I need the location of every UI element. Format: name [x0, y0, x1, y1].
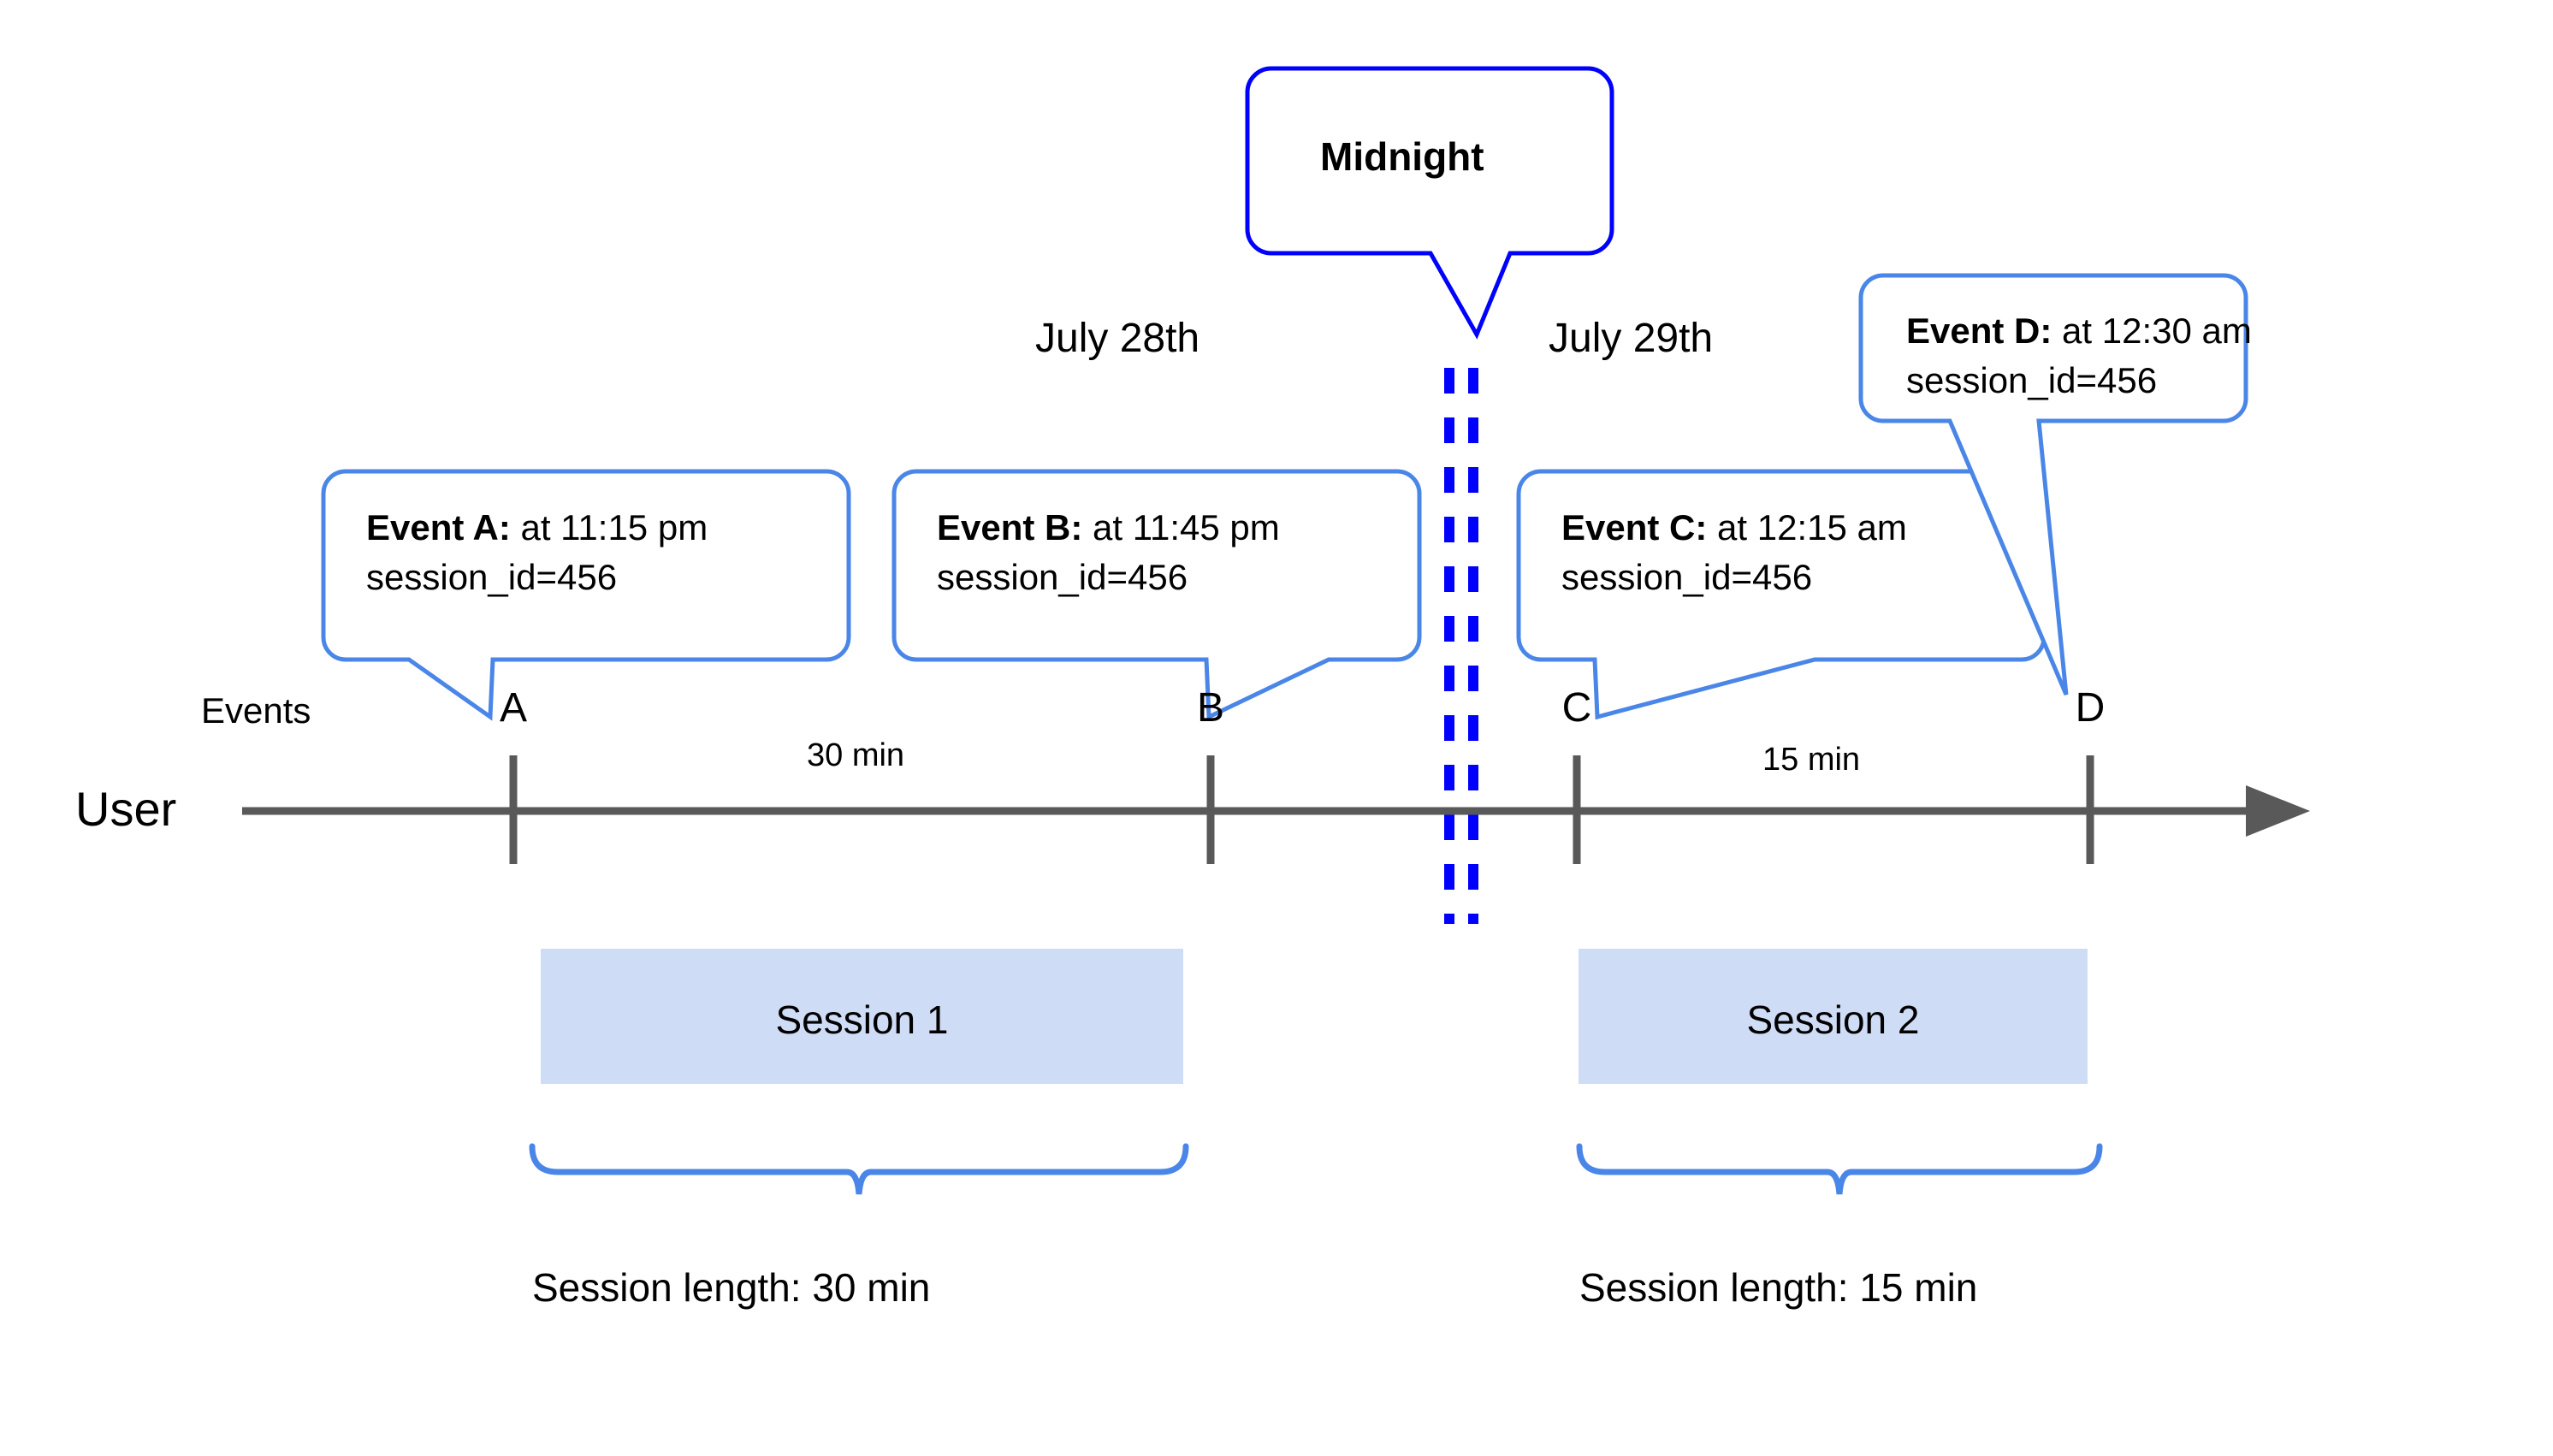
session-braces	[529, 1143, 2103, 1195]
axis-arrowhead-icon	[2246, 785, 2310, 837]
event-a-time: at 11:15 pm	[510, 507, 708, 547]
event-ticks	[509, 755, 2094, 864]
event-d-callout-text: Event D: at 12:30 am session_id=456	[1906, 306, 2252, 405]
date-label-july-29: July 29th	[1549, 316, 1714, 361]
event-b-session-id: session_id=456	[937, 557, 1188, 597]
event-c-title: Event C:	[1561, 507, 1708, 547]
timeline-axis	[242, 785, 2310, 837]
event-a-session-id: session_id=456	[366, 557, 618, 597]
event-letter-c: C	[1561, 685, 1592, 731]
gap-label-15-min: 15 min	[1762, 742, 1861, 778]
event-d-callout-shape	[1858, 273, 2248, 695]
event-b-title: Event B:	[937, 507, 1083, 547]
midnight-label: Midnight	[1320, 134, 1484, 179]
event-b-callout-text: Event B: at 11:45 pm session_id=456	[937, 503, 1280, 602]
event-c-callout-text: Event C: at 12:15 am session_id=456	[1561, 503, 1907, 602]
user-lane-label: User	[75, 782, 177, 836]
event-d-callout	[1858, 273, 2248, 695]
session-1-length-label: Session length: 30 min	[532, 1265, 931, 1310]
gap-label-30-min: 30 min	[807, 737, 905, 773]
event-letter-d: D	[2075, 685, 2106, 731]
event-a-callout-text: Event A: at 11:15 pm session_id=456	[366, 503, 708, 602]
session-2-length-label: Session length: 15 min	[1579, 1265, 1978, 1310]
session-1-brace	[529, 1143, 1189, 1195]
event-c-session-id: session_id=456	[1561, 557, 1813, 597]
midnight-callout-shape	[1245, 66, 1614, 340]
event-a-title: Event A:	[366, 507, 511, 547]
event-letter-a: A	[499, 685, 527, 731]
event-b-callout	[891, 469, 1422, 720]
event-a-callout	[321, 469, 851, 721]
session-1-label: Session 1	[775, 997, 949, 1042]
event-b-callout-shape	[891, 469, 1422, 720]
event-b-time: at 11:45 pm	[1082, 507, 1280, 547]
session-2-label: Session 2	[1746, 997, 1920, 1042]
session-1-bar[interactable]	[541, 949, 1183, 1084]
event-letter-b: B	[1196, 685, 1224, 731]
event-c-time: at 12:15 am	[1707, 507, 1907, 547]
session-2-bar[interactable]	[1579, 949, 2088, 1084]
events-lane-label: Events	[201, 690, 311, 731]
event-a-callout-shape	[321, 469, 851, 721]
event-d-title: Event D:	[1906, 311, 2052, 351]
event-d-session-id: session_id=456	[1906, 360, 2158, 400]
date-label-july-28: July 28th	[1035, 316, 1200, 361]
event-d-time: at 12:30 am	[2052, 311, 2252, 351]
midnight-callout	[1245, 66, 1614, 340]
session-bars	[541, 949, 2088, 1084]
midnight-divider	[1444, 368, 1478, 924]
session-2-brace	[1576, 1143, 2103, 1195]
